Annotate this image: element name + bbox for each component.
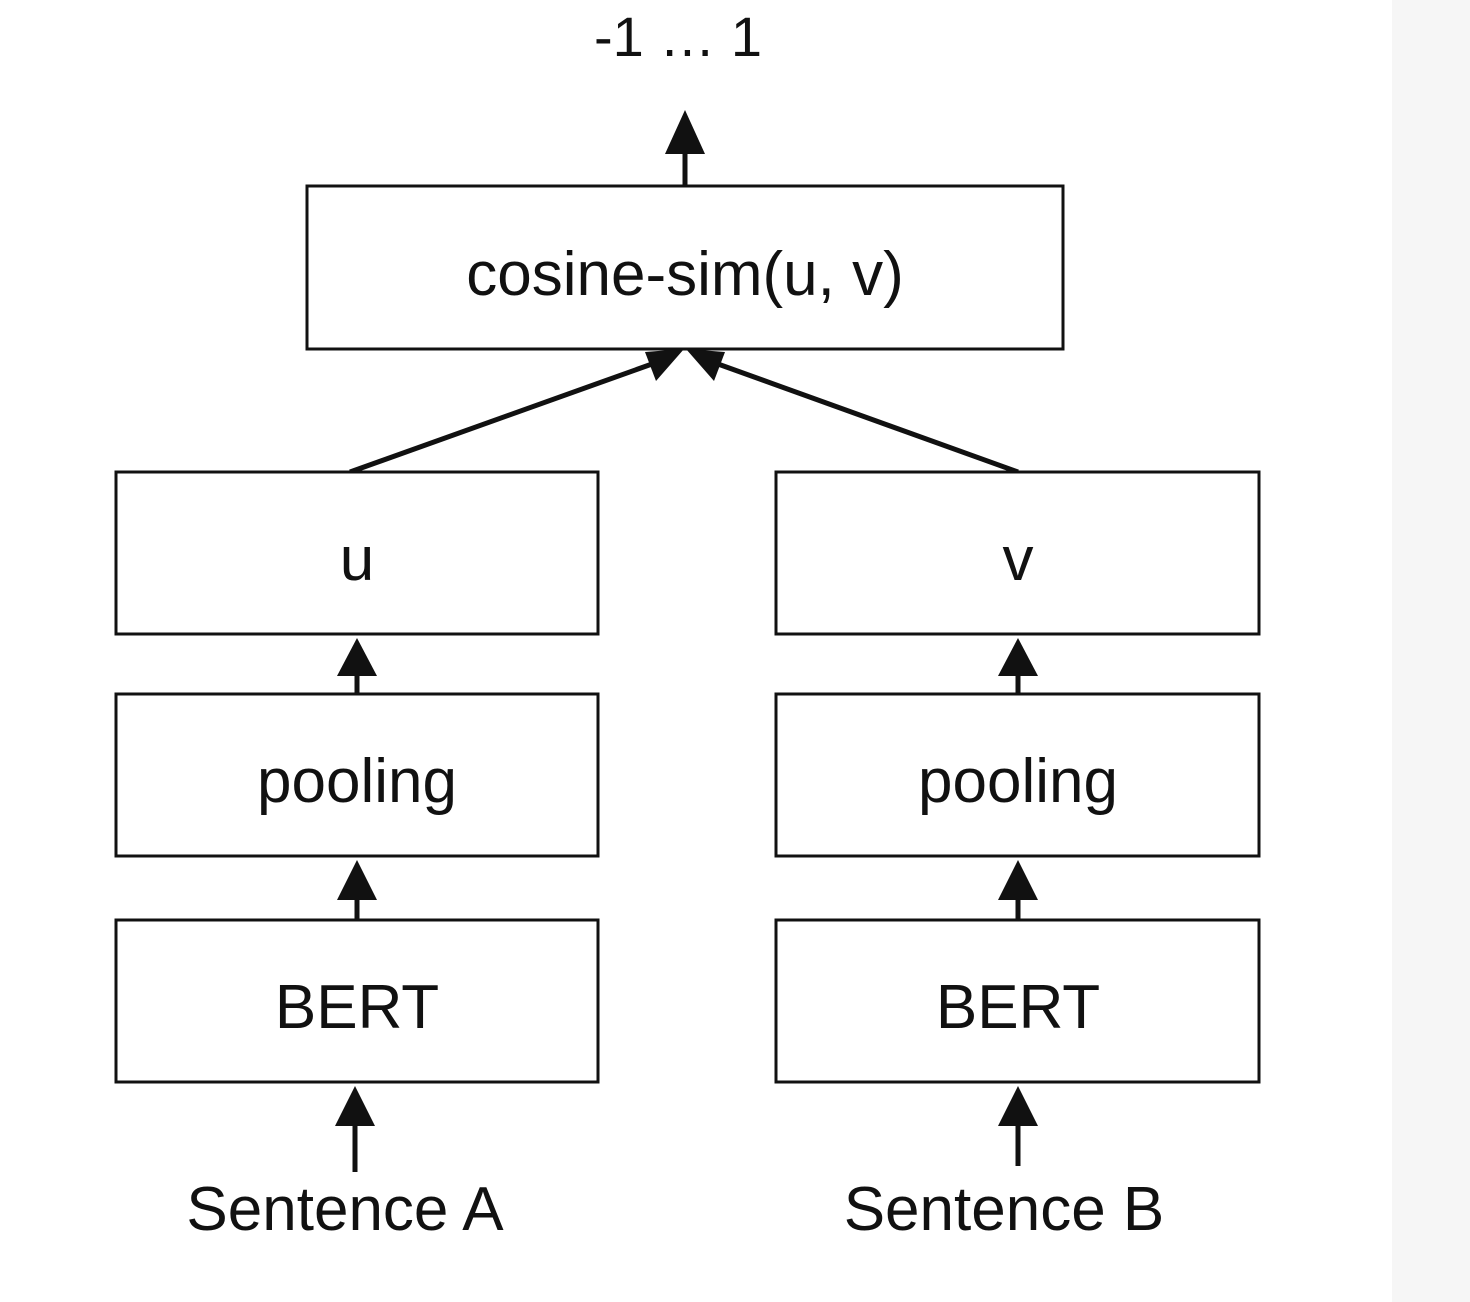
pooling-to-v-arrow — [998, 638, 1038, 694]
cosine-sim-box: cosine-sim(u, v) — [305, 184, 1065, 351]
pooling-b-box: pooling — [774, 692, 1261, 858]
bert-to-pooling-b-arrow — [998, 860, 1038, 920]
bert-a-label: BERT — [275, 973, 439, 1042]
v-to-cosine-arrow — [686, 349, 1019, 475]
sentence-b-label: Sentence B — [844, 1175, 1165, 1244]
sentence-a-label: Sentence A — [186, 1175, 504, 1244]
bert-b-box: BERT — [774, 918, 1261, 1084]
u-to-cosine-arrow — [349, 349, 684, 475]
bert-b-label: BERT — [936, 973, 1100, 1042]
embedding-u-box: u — [114, 470, 600, 636]
pooling-b-label: pooling — [918, 747, 1118, 816]
cosine-sim-label: cosine-sim(u, v) — [466, 240, 904, 309]
sentence-a-to-bert-arrow — [335, 1086, 375, 1172]
right-margin-strip — [1392, 0, 1470, 1302]
bert-to-pooling-a-arrow — [337, 860, 377, 920]
pooling-a-box: pooling — [114, 692, 600, 858]
output-range-label: -1 … 1 — [594, 5, 762, 68]
output-arrow — [665, 110, 705, 186]
embedding-u-label: u — [340, 525, 374, 594]
embedding-v-label: v — [1003, 525, 1034, 594]
pooling-to-u-arrow — [337, 638, 377, 694]
embedding-v-box: v — [774, 470, 1261, 636]
pooling-a-label: pooling — [257, 747, 457, 816]
bert-a-box: BERT — [114, 918, 600, 1084]
sentence-b-to-bert-arrow — [998, 1086, 1038, 1166]
